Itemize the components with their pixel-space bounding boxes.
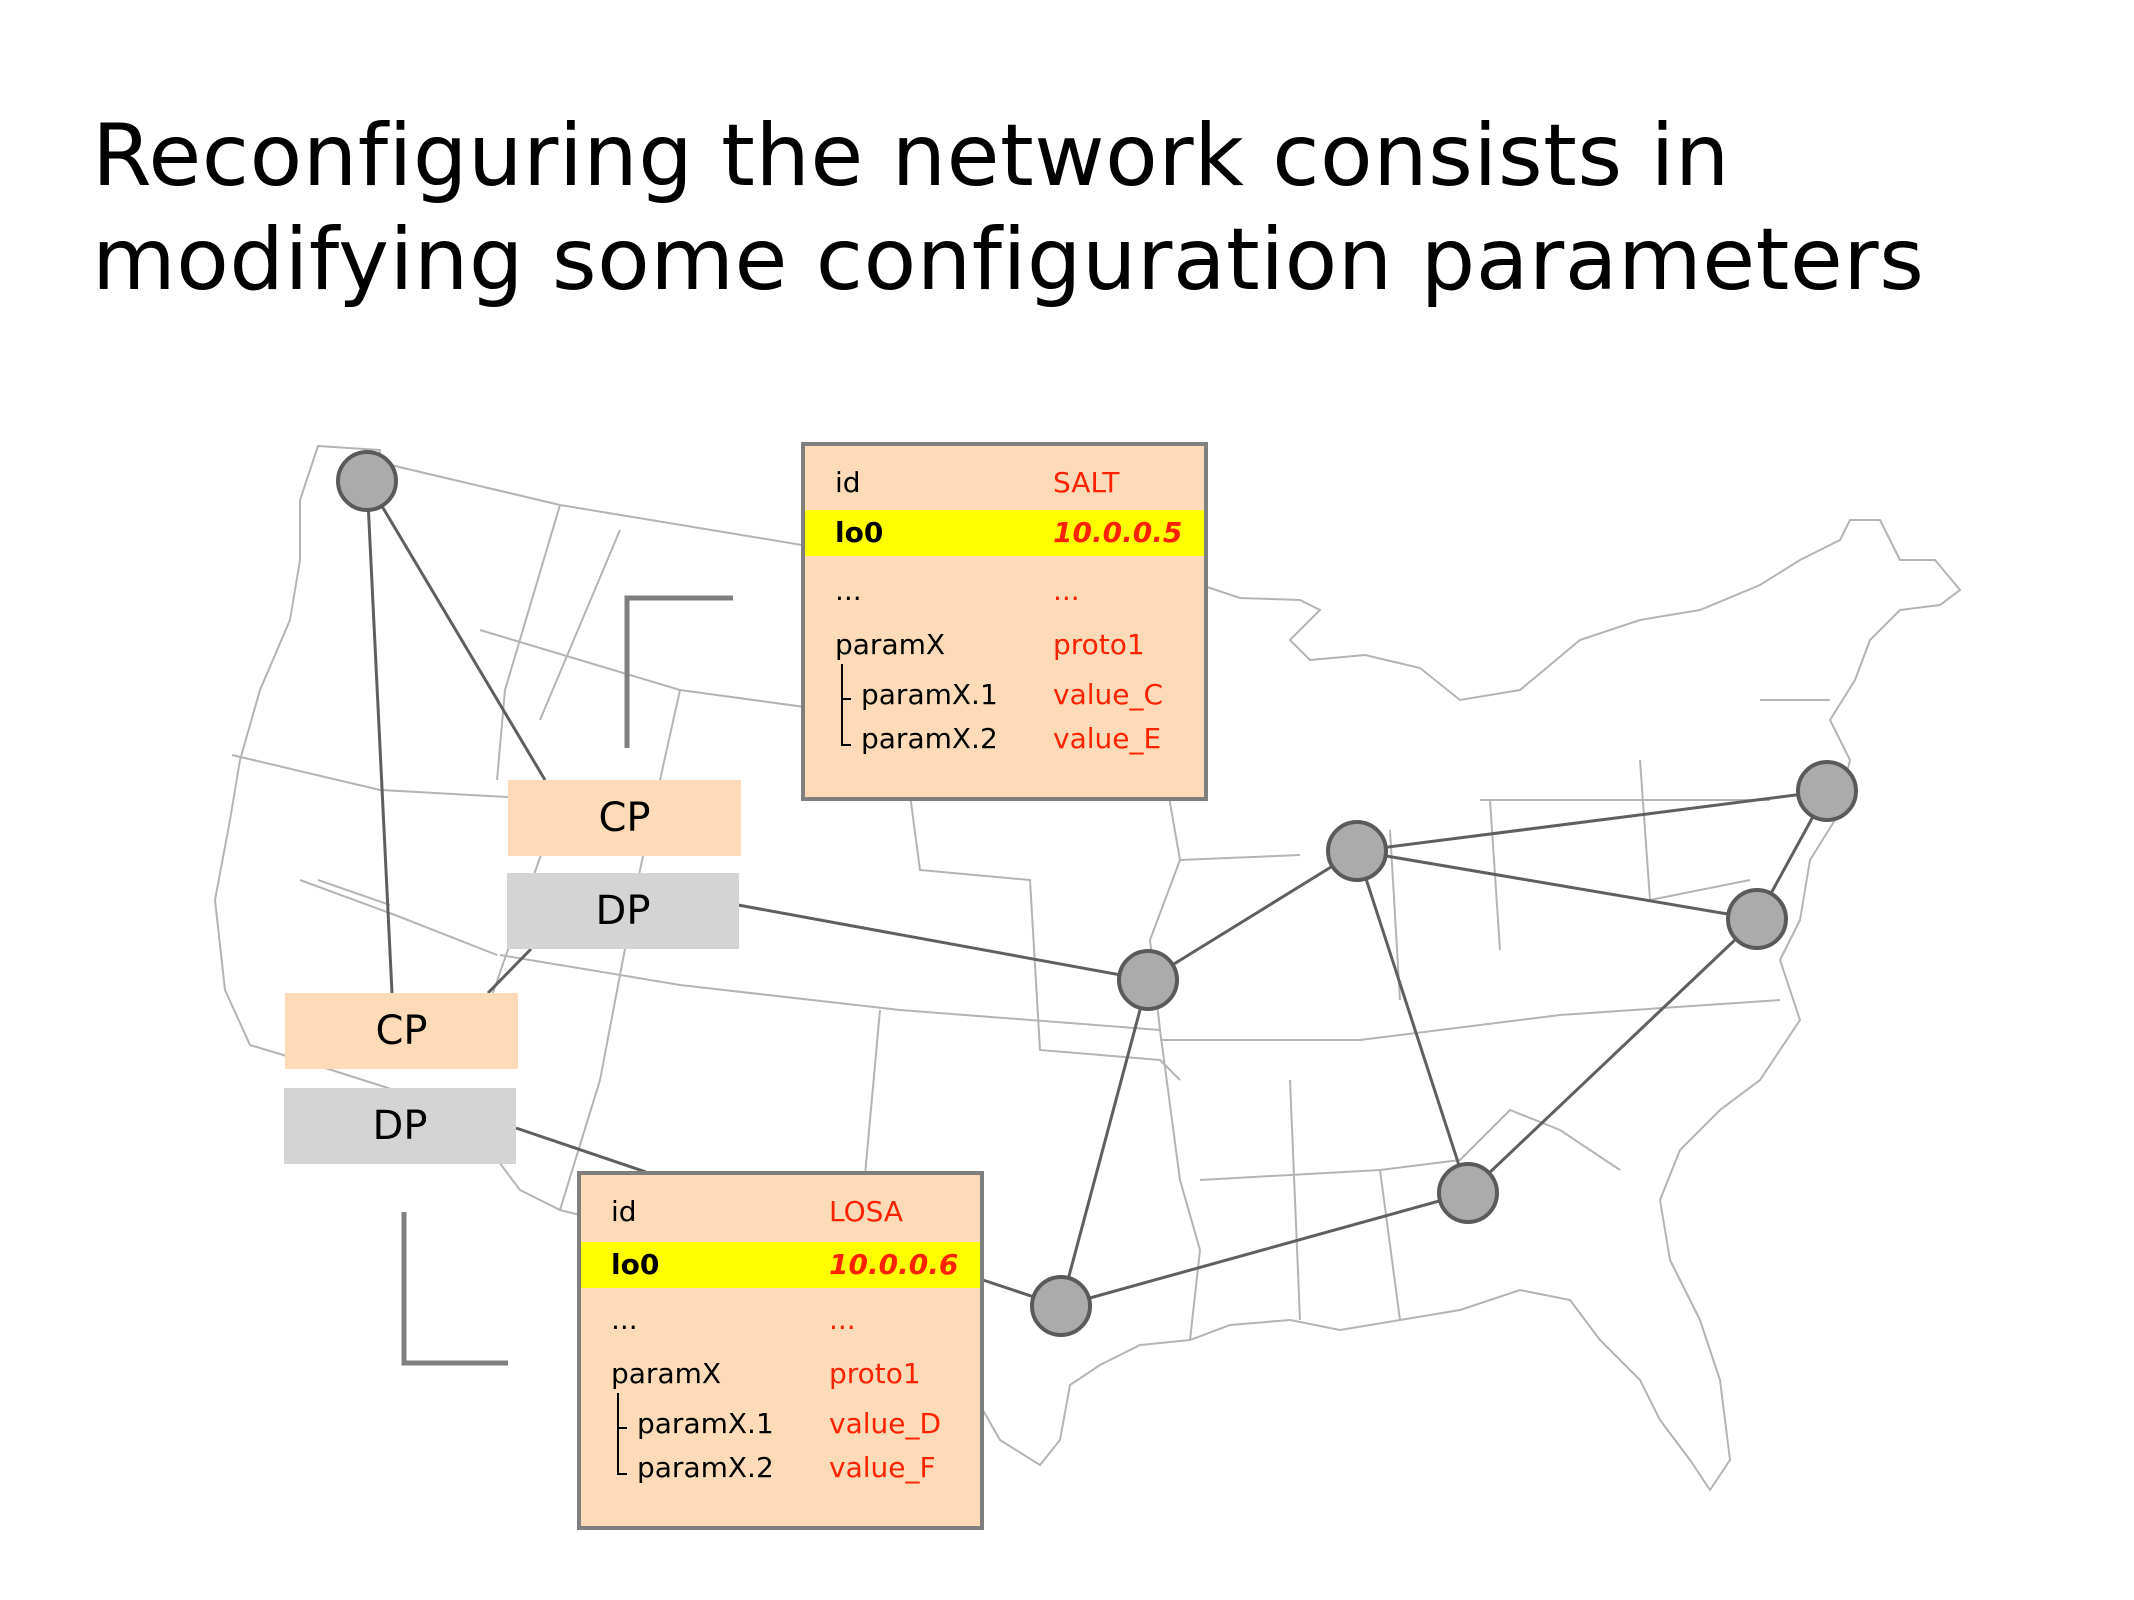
config-key: paramX.1 [861, 678, 998, 711]
config-row-paramx: paramX proto1 [581, 1351, 980, 1397]
config-value[interactable]: value_C [1053, 678, 1164, 711]
config-key: paramX.1 [637, 1407, 774, 1440]
losa-data-plane[interactable]: DP [284, 1088, 516, 1164]
config-key: paramX [611, 1357, 722, 1390]
link-houston-atlanta [1060, 1191, 1469, 1308]
losa-control-plane[interactable]: CP [285, 993, 518, 1069]
config-row-paramx-2: paramX.2 value_F [581, 1445, 980, 1491]
config-row-paramx: paramX proto1 [805, 622, 1204, 668]
tree-branch [841, 744, 851, 746]
node-seattle[interactable] [336, 450, 398, 512]
config-key: paramX [835, 628, 946, 661]
config-row-paramx-1: paramX.1 value_D [581, 1401, 980, 1447]
config-key: paramX.2 [637, 1451, 774, 1484]
tree-branch [617, 1473, 627, 1475]
config-row-lo0: lo0 10.0.0.6 [581, 1242, 980, 1288]
config-key: id [611, 1195, 637, 1228]
config-brackets [401, 595, 733, 1366]
tree-branch [617, 1427, 627, 1429]
tree-connector [617, 1393, 619, 1475]
config-value: ... [829, 1303, 856, 1336]
tree-branch [841, 698, 851, 700]
us-border [213, 444, 1962, 1492]
config-value[interactable]: proto1 [829, 1357, 921, 1390]
cp-label: CP [375, 1008, 428, 1054]
config-row-paramx-2: paramX.2 value_E [805, 716, 1204, 762]
config-value[interactable]: proto1 [1053, 628, 1145, 661]
dp-label: DP [595, 888, 651, 934]
salt-data-plane[interactable]: DP [507, 873, 739, 949]
config-row-id: id LOSA [581, 1189, 980, 1235]
title-line-2: modifying some configuration parameters [92, 210, 1925, 310]
config-row-lo0: lo0 10.0.0.5 [805, 510, 1204, 556]
node-kansas-city[interactable] [1117, 949, 1179, 1011]
link-lower-cp-upper-dp [486, 947, 533, 995]
node-chicago[interactable] [1326, 820, 1388, 882]
cp-label: CP [598, 795, 651, 841]
node-atlanta[interactable] [1437, 1162, 1499, 1224]
config-key: lo0 [835, 516, 884, 549]
slide-title: Reconfiguring the network consists in mo… [92, 104, 2042, 312]
config-key: paramX.2 [861, 722, 998, 755]
config-value[interactable]: SALT [1053, 466, 1120, 499]
config-value[interactable]: 10.0.0.6 [829, 1248, 959, 1281]
router-nodes [336, 450, 1858, 1337]
config-value: ... [1053, 574, 1080, 607]
config-value[interactable]: LOSA [829, 1195, 904, 1228]
link-kansas-city-houston [1059, 979, 1150, 1307]
link-washington-atlanta [1466, 917, 1759, 1195]
config-value[interactable]: value_E [1053, 722, 1162, 755]
link-lower-dp-losa [515, 1126, 647, 1174]
salt-config-table: id SALT lo0 10.0.0.5 ... ... paramX prot… [801, 442, 1208, 801]
config-key: ... [611, 1303, 638, 1336]
config-row-ellipsis: ... ... [581, 1297, 980, 1343]
config-key: ... [835, 574, 862, 607]
bracket-lower [401, 1212, 508, 1366]
tree-connector [841, 664, 843, 746]
dp-label: DP [372, 1103, 428, 1149]
node-washington[interactable] [1726, 888, 1788, 950]
config-key: id [835, 466, 861, 499]
config-value[interactable]: value_F [829, 1451, 936, 1484]
us-map-outline [213, 444, 1962, 1492]
losa-config-table: id LOSA lo0 10.0.0.6 ... ... paramX prot… [577, 1171, 984, 1530]
link-kansas-city-chicago [1147, 849, 1358, 982]
config-value[interactable]: value_D [829, 1407, 942, 1440]
link-upper-dp-kansas-city [737, 903, 1149, 982]
link-seattle-lower-cp [365, 480, 394, 994]
title-line-1: Reconfiguring the network consists in [92, 106, 1730, 206]
link-chicago-new-york [1356, 789, 1828, 853]
config-row-ellipsis: ... ... [805, 568, 1204, 614]
config-row-id: id SALT [805, 460, 1204, 506]
config-key: lo0 [611, 1248, 660, 1281]
config-value[interactable]: 10.0.0.5 [1053, 516, 1183, 549]
node-new-york[interactable] [1796, 760, 1858, 822]
link-chicago-atlanta [1355, 850, 1470, 1194]
salt-control-plane[interactable]: CP [508, 780, 741, 856]
config-row-paramx-1: paramX.1 value_C [805, 672, 1204, 718]
bracket-upper [624, 595, 733, 748]
link-seattle-upper-cp [365, 480, 547, 781]
node-houston[interactable] [1030, 1275, 1092, 1337]
link-chicago-washington [1356, 849, 1758, 921]
